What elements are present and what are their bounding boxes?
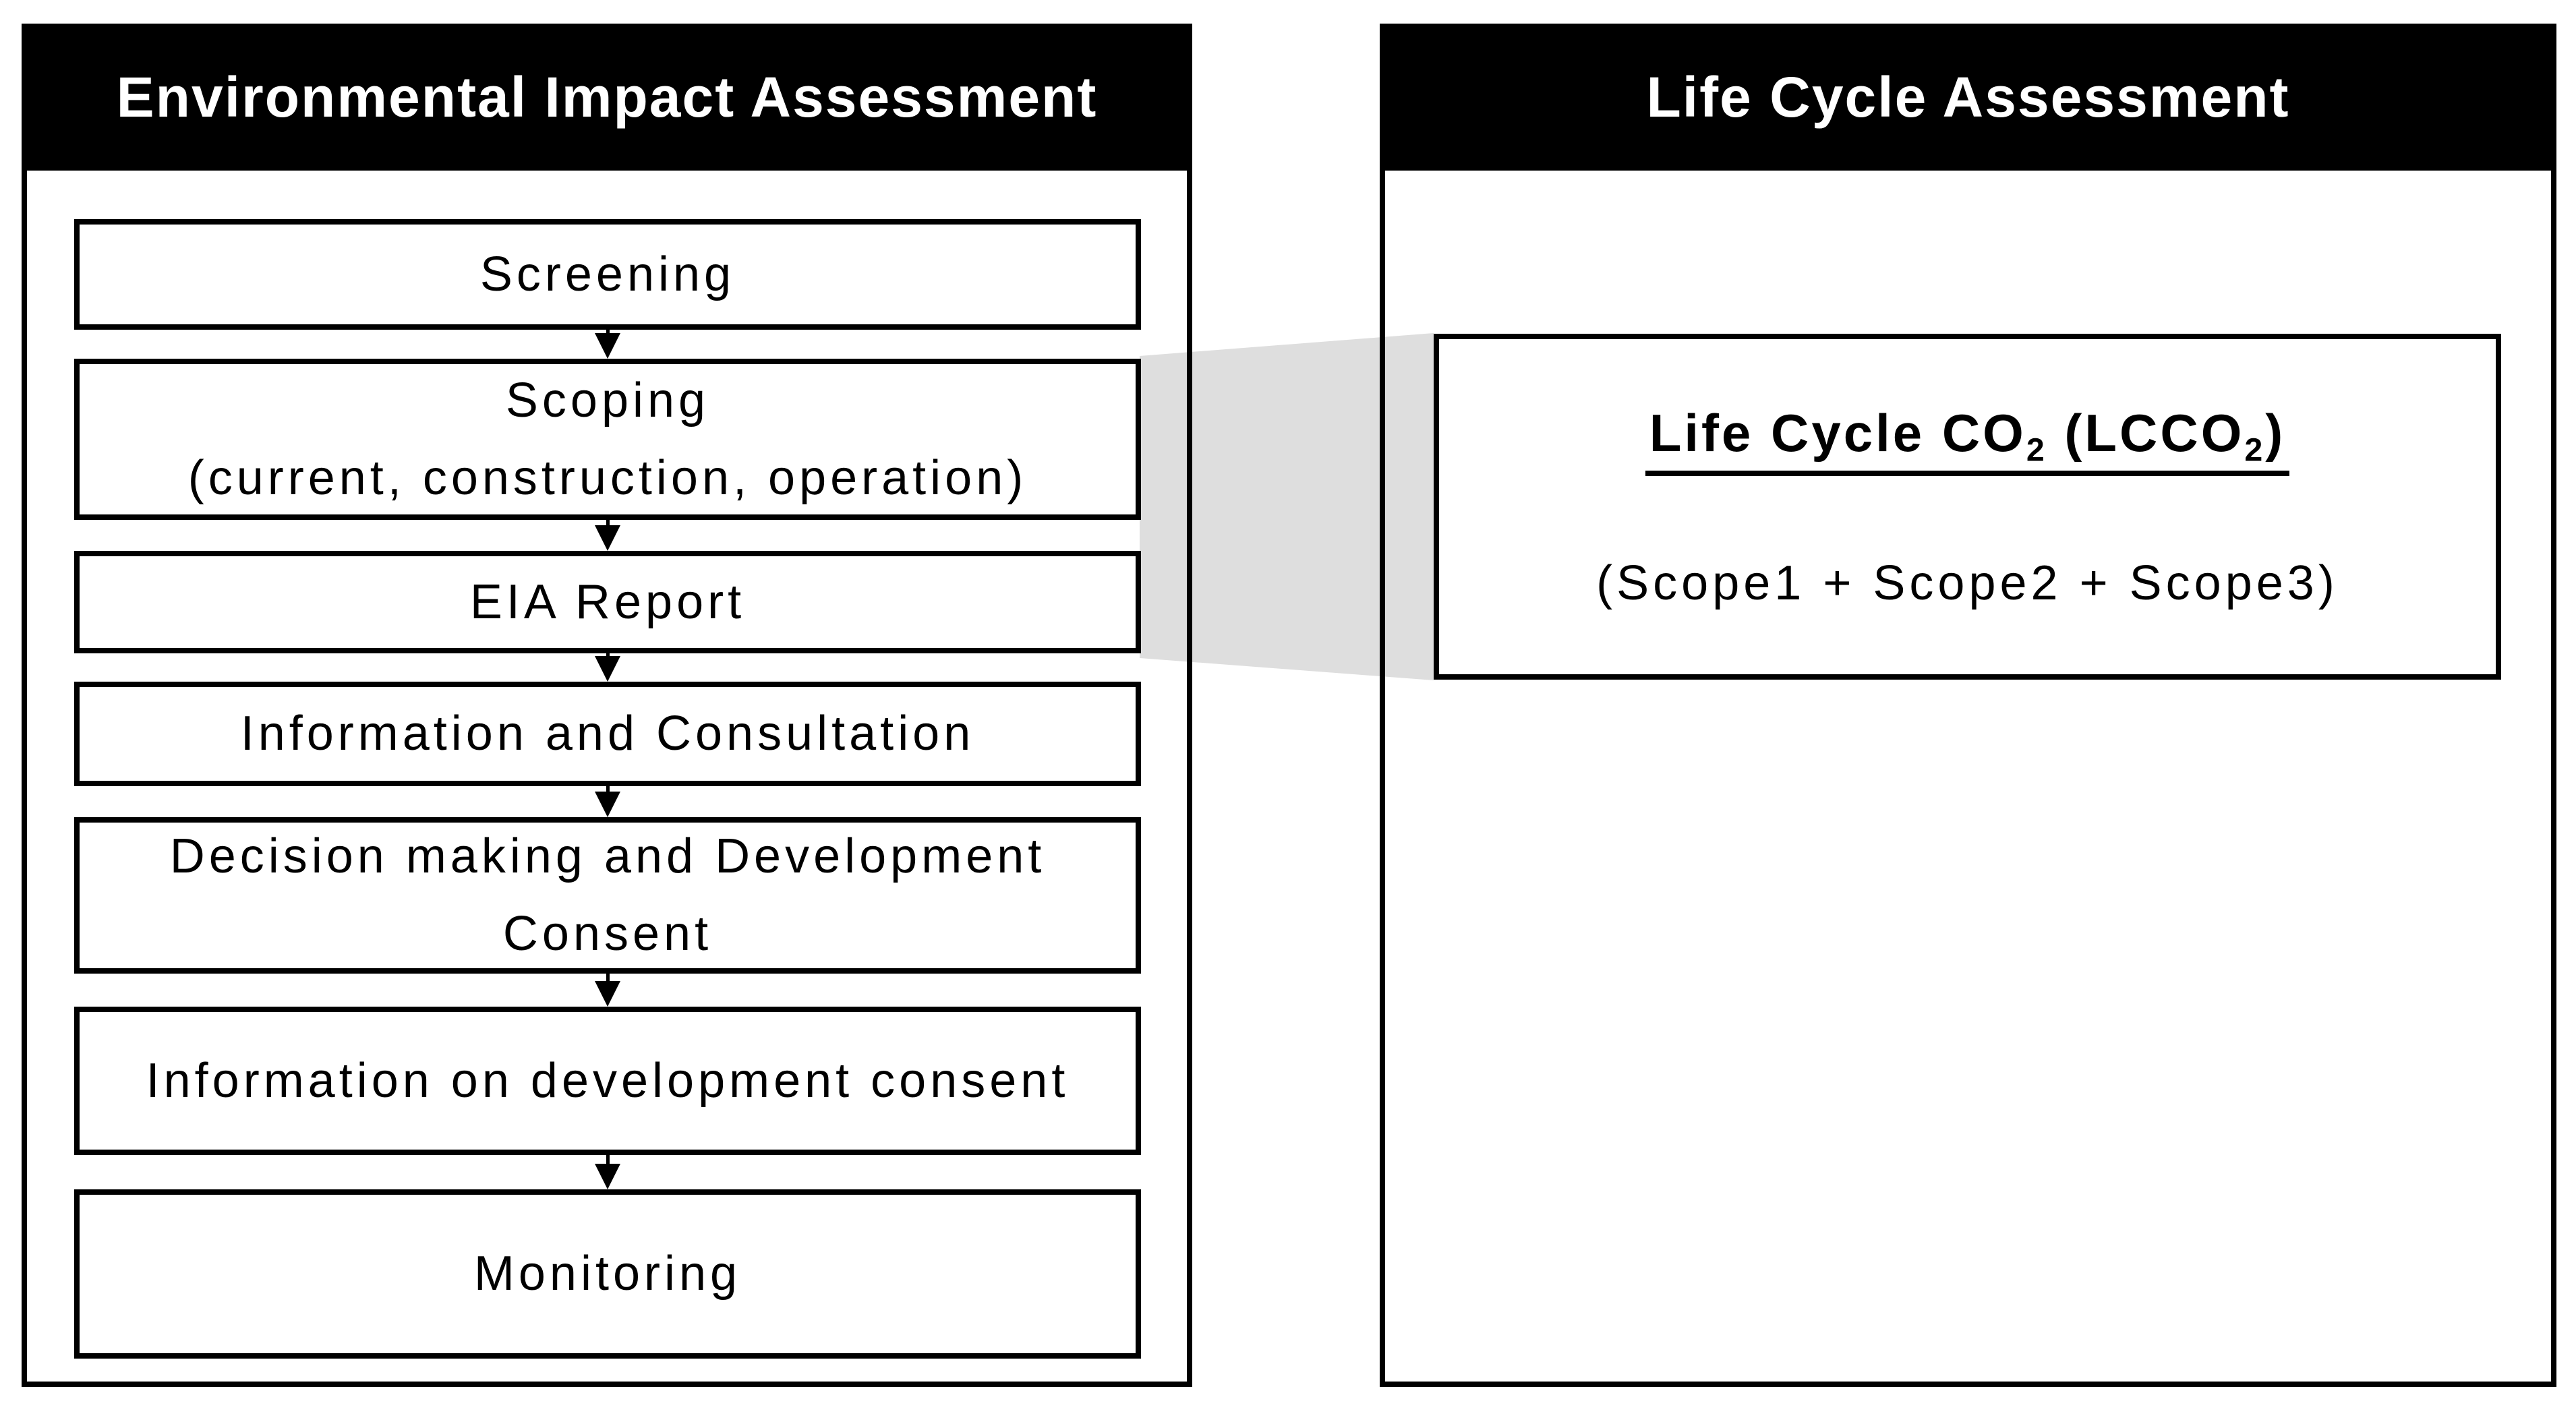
flow-step-decision-making: Decision making and Development Consent <box>74 817 1141 974</box>
lcco2-subscript: 2 <box>2244 432 2266 469</box>
flow-arrow-down <box>595 520 620 551</box>
lcco2-title-part: ) <box>2265 403 2286 463</box>
flow-step-monitoring: Monitoring <box>74 1189 1141 1359</box>
flow-step-information-development-consent: Information on development consent <box>74 1007 1141 1155</box>
flow-step-eia-report: EIA Report <box>74 551 1141 653</box>
lcco2-title-part: (LCCO <box>2047 403 2245 463</box>
flow-arrow-down <box>595 1155 620 1189</box>
eia-panel-header: Environmental Impact Assessment <box>22 24 1192 171</box>
lcco2-box: Life Cycle CO2 (LCCO2) (Scope1 + Scope2 … <box>1434 334 2501 680</box>
lcco2-subscript: 2 <box>2026 432 2047 469</box>
flow-step-scoping: Scoping (current, construction, operatio… <box>74 359 1141 520</box>
flow-arrow-down <box>595 653 620 682</box>
lca-panel: Life Cycle Assessment Life Cycle CO2 (LC… <box>1380 24 2556 1387</box>
trapezoid-shape <box>1140 333 1434 680</box>
lcco2-title: Life Cycle CO2 (LCCO2) <box>1645 403 2290 476</box>
eia-panel: Environmental Impact Assessment Screenin… <box>22 24 1192 1387</box>
flow-step-screening: Screening <box>74 219 1141 330</box>
flow-arrow-down <box>595 330 620 359</box>
lcco2-title-part: Life Cycle CO <box>1649 403 2026 463</box>
flow-arrow-down <box>595 786 620 817</box>
flow-arrow-down <box>595 974 620 1007</box>
flow-step-information-consultation: Information and Consultation <box>74 682 1141 786</box>
lcco2-scopes: (Scope1 + Scope2 + Scope3) <box>1596 556 2339 610</box>
lca-panel-header: Life Cycle Assessment <box>1380 24 2556 171</box>
